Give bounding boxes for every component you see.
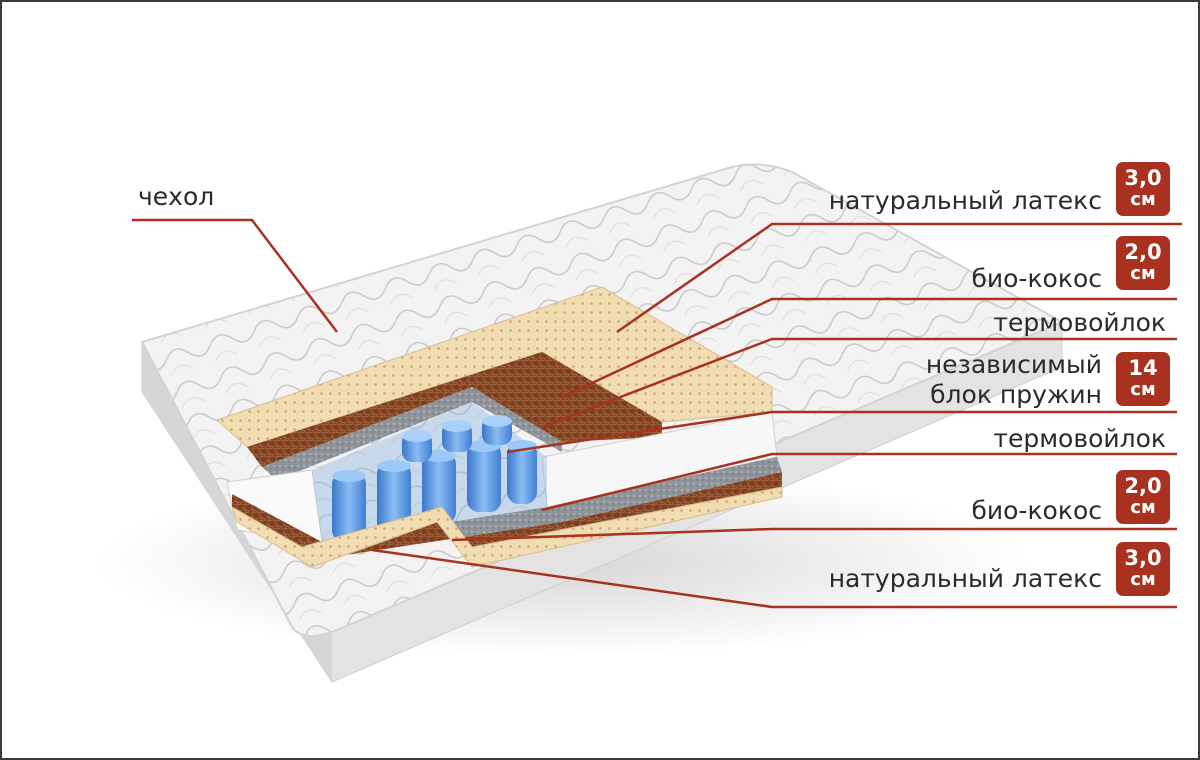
badge-coco-bottom: 2,0 см [1116, 470, 1170, 524]
badge-springs-value: 14 [1128, 356, 1158, 380]
leader-lines [132, 218, 1182, 609]
label-felt-top: термовойлок [993, 308, 1166, 337]
spring-coils [332, 415, 537, 542]
badge-coco-top: 2,0 см [1116, 236, 1170, 290]
label-latex-bottom: натуральный латекс [828, 564, 1102, 593]
leader-coco-top [561, 297, 1177, 399]
leader-latex-top [616, 222, 1182, 334]
badge-springs: 14 см [1116, 352, 1170, 406]
label-coco-top: био-кокос [971, 264, 1102, 293]
badge-latex-top-value: 3,0 [1124, 166, 1162, 190]
label-felt-bottom: термовойлок [993, 424, 1166, 453]
badge-latex-bottom: 3,0 см [1116, 542, 1170, 596]
badge-coco-top-value: 2,0 [1124, 240, 1162, 264]
leader-coco-bottom [451, 527, 1177, 542]
leader-felt-top [541, 337, 1177, 429]
felt-top-layer [262, 387, 562, 480]
leader-springs [506, 410, 1177, 454]
badge-coco-bottom-unit: см [1130, 497, 1156, 518]
label-cover: чехол [138, 182, 215, 211]
badge-latex-bottom-value: 3,0 [1124, 546, 1162, 570]
badge-coco-bottom-value: 2,0 [1124, 474, 1162, 498]
coco-top-layer [247, 352, 662, 467]
latex-top-layer [216, 286, 773, 448]
latex-bottom-layer [231, 486, 783, 568]
badge-latex-bottom-unit: см [1130, 569, 1156, 590]
badge-latex-top: 3,0 см [1116, 162, 1170, 216]
label-coco-bottom: био-кокос [971, 496, 1102, 525]
label-springs-line2: блок пружин [930, 380, 1102, 409]
badge-coco-top-unit: см [1130, 263, 1156, 284]
leader-latex-bottom [371, 548, 1177, 609]
badge-latex-top-unit: см [1130, 189, 1156, 210]
leader-cover [132, 218, 338, 333]
badge-springs-unit: см [1130, 379, 1156, 400]
leader-felt-bottom [541, 452, 1177, 512]
label-springs-line1: независимый [925, 350, 1102, 379]
label-latex-top: натуральный латекс [828, 186, 1102, 215]
